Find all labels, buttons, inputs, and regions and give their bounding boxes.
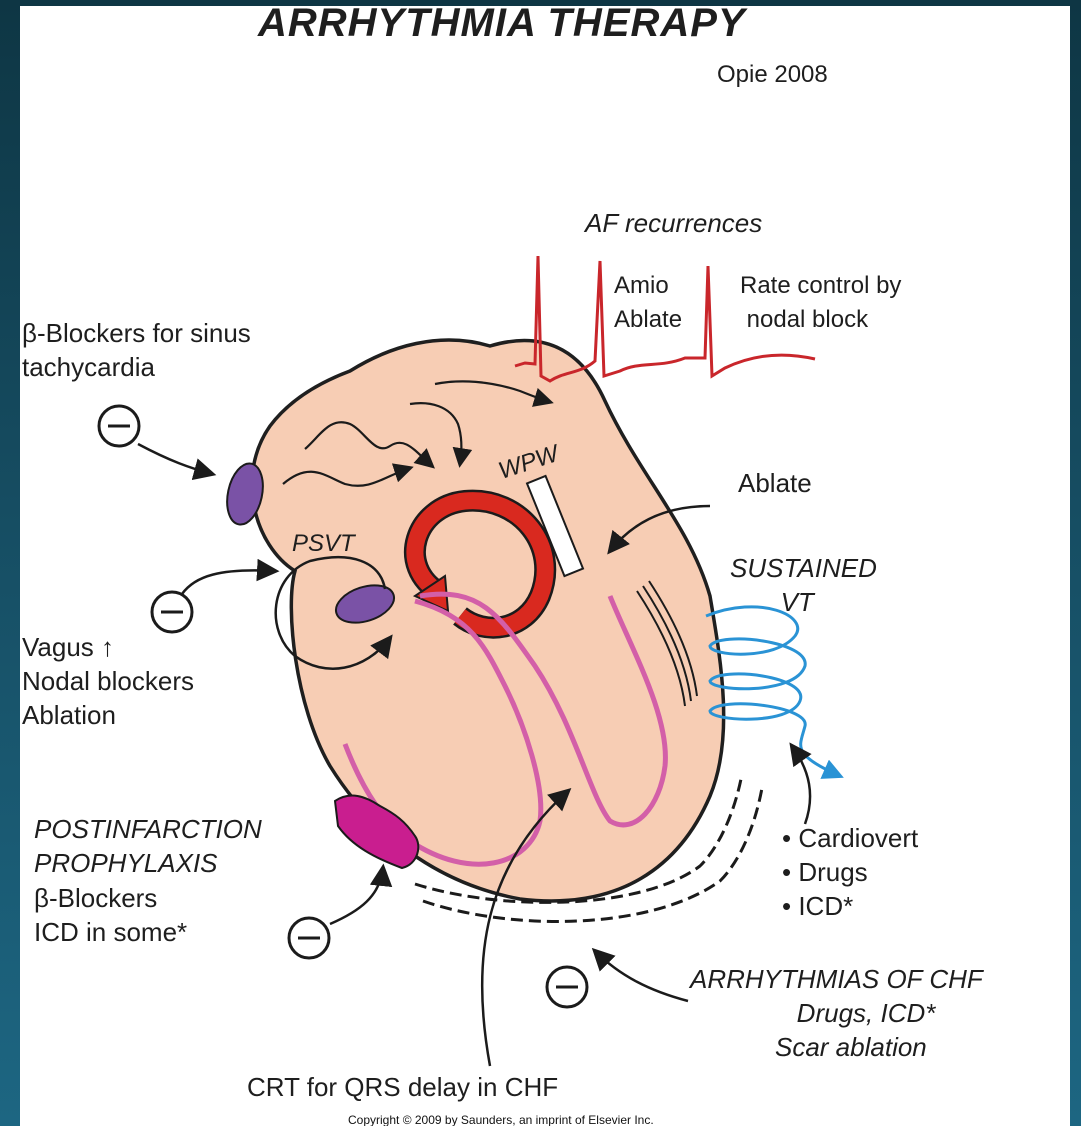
chf-sub-label: Drugs, ICD* Scar ablation bbox=[775, 996, 935, 1064]
amio-ablate-label: Amio Ablate bbox=[614, 269, 682, 337]
vt-coil bbox=[706, 607, 840, 776]
sustained-vt-label: SUSTAINED VT bbox=[730, 551, 877, 619]
beta-icd-label: β-Blockers ICD in some* bbox=[34, 881, 187, 949]
slide-panel: ARRHYTHMIA THERAPY Opie 2008 AF recurren… bbox=[20, 6, 1070, 1126]
psvt-label: PSVT bbox=[292, 527, 355, 561]
author-label: Opie 2008 bbox=[717, 58, 828, 92]
vagus-label: Vagus ↑ Nodal blockers Ablation bbox=[22, 630, 194, 732]
beta-blockers-sinus-label: β-Blockers for sinus tachycardia bbox=[22, 316, 251, 384]
crt-label: CRT for QRS delay in CHF bbox=[247, 1070, 558, 1104]
arrow-icon bbox=[595, 951, 688, 1001]
inhibit-circle-icon bbox=[152, 592, 192, 632]
arrow-icon bbox=[330, 868, 383, 924]
inhibit-circle-icon bbox=[289, 918, 329, 958]
rate-control-label: Rate control by nodal block bbox=[740, 269, 901, 337]
heart-diagram bbox=[20, 6, 1070, 1126]
af-recurrences-label: AF recurrences bbox=[585, 206, 762, 240]
inhibit-circle-icon bbox=[99, 406, 139, 446]
cardiovert-list: • Cardiovert • Drugs • ICD* bbox=[782, 821, 918, 923]
chf-title-label: ARRHYTHMIAS OF CHF bbox=[690, 962, 983, 996]
postinfarction-label: POSTINFARCTION PROPHYLAXIS bbox=[34, 812, 262, 880]
arrow-icon bbox=[182, 570, 275, 594]
arrow-icon bbox=[138, 444, 212, 474]
ablate-label: Ablate bbox=[738, 466, 812, 500]
inhibit-circle-icon bbox=[547, 967, 587, 1007]
page-title: ARRHYTHMIA THERAPY bbox=[258, 6, 746, 48]
copyright-text: Copyright © 2009 by Saunders, an imprint… bbox=[348, 1112, 654, 1126]
